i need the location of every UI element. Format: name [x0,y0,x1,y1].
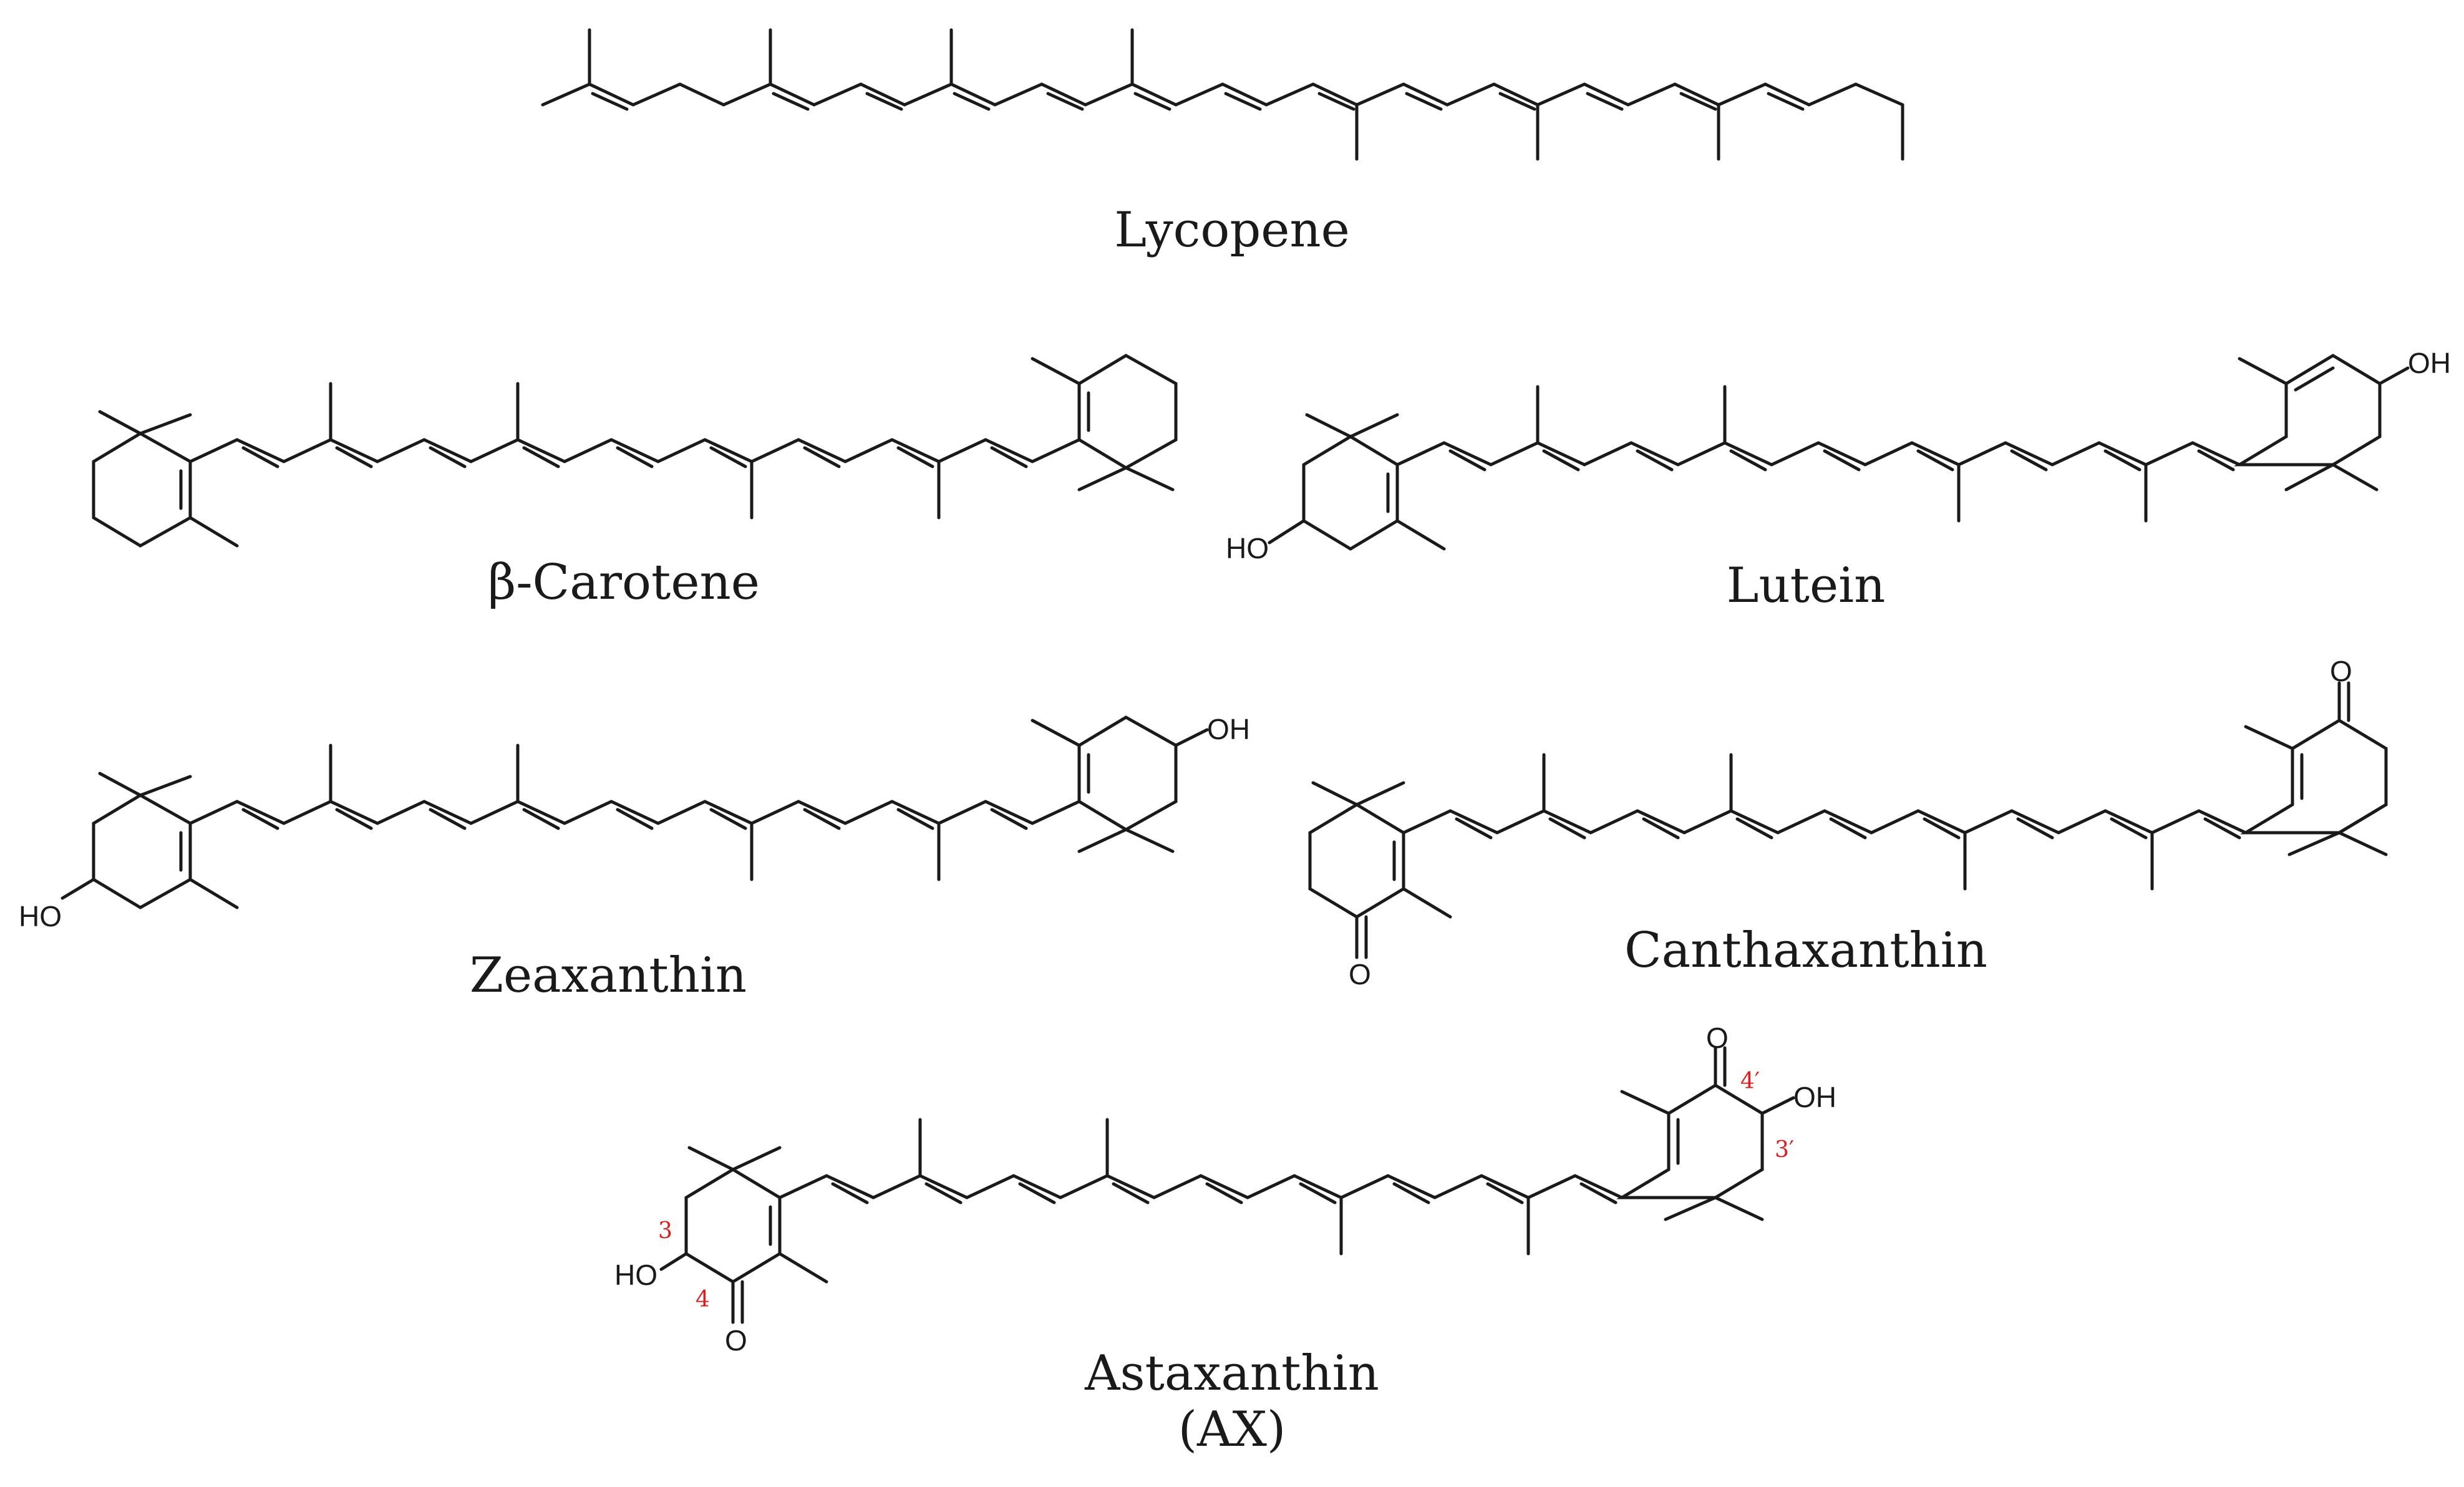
astaxanthin-locant-4: 4 [696,1287,710,1312]
astaxanthin-name: Astaxanthin [1084,1345,1379,1402]
lycopene-bonds [541,28,1904,161]
zeaxanthin-bonds [61,715,1209,909]
canthaxanthin-bonds [1308,681,2388,959]
canthaxanthin-o-bottom-label: O [1349,958,1371,991]
beta-carotene-name: β-Carotene [488,555,760,611]
astaxanthin-abbrev: (AX) [1178,1402,1286,1458]
canthaxanthin-structure: O O Canthaxanthin [1308,655,2388,991]
astaxanthin-locant-4-prime: 4′ [1740,1068,1760,1094]
astaxanthin-ho-label: HO [614,1259,657,1291]
lycopene-structure: Lycopene [541,28,1904,258]
zeaxanthin-structure: OH HO Zeaxanthin [19,713,1250,1004]
lycopene-name: Lycopene [1114,202,1350,258]
astaxanthin-o-top-label: O [1706,1022,1729,1054]
astaxanthin-structure: O OH HO O 3 4 4′ 3′ Astaxanthin (AX) [614,1022,1836,1458]
lutein-ho-label: HO [1226,532,1269,564]
astaxanthin-o-bottom-label: O [725,1324,747,1357]
astaxanthin-oh-label: OH [1793,1081,1836,1113]
lutein-oh-label: OH [2408,347,2451,379]
lutein-structure: OH HO Lutein [1226,347,2451,614]
canthaxanthin-o-top-label: O [2330,655,2352,687]
astaxanthin-locant-3-prime: 3′ [1775,1137,1794,1163]
zeaxanthin-ho-label: HO [19,900,62,932]
astaxanthin-locant-3: 3 [658,1218,672,1244]
canthaxanthin-name: Canthaxanthin [1624,923,1987,979]
zeaxanthin-name: Zeaxanthin [470,947,747,1004]
astaxanthin-bonds [659,1046,1795,1324]
beta-carotene-bonds [92,354,1178,548]
lutein-name: Lutein [1727,558,1886,614]
beta-carotene-structure: β-Carotene [92,354,1178,611]
lutein-bonds [1268,354,2410,551]
zeaxanthin-oh-label: OH [1207,713,1250,745]
